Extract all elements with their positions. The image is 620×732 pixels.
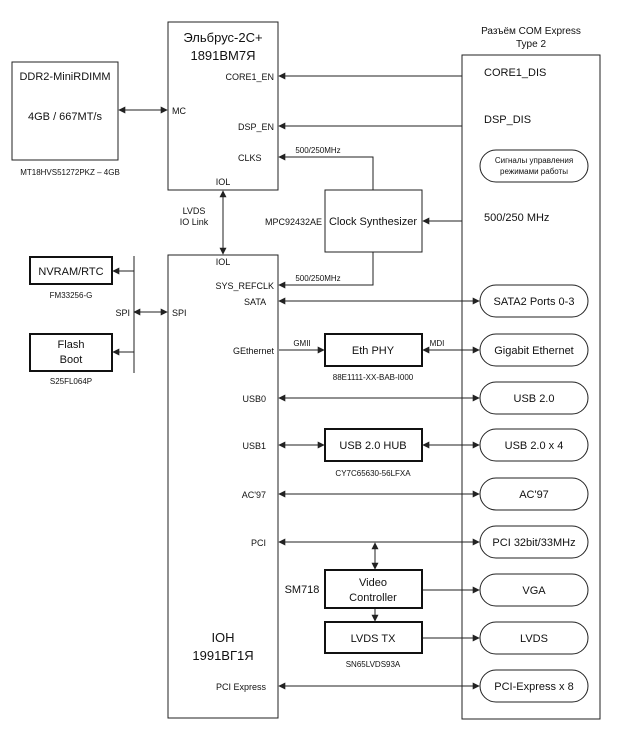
ddr-box xyxy=(11,61,119,161)
ioh-iol-label: IOL xyxy=(216,257,231,267)
gmii-label: GMII xyxy=(293,339,310,348)
io-link-label-2: IO Link xyxy=(180,217,209,227)
vga-label: VGA xyxy=(522,585,546,597)
cpu-part: 1891ВМ7Я xyxy=(190,48,255,63)
gigabit-ethernet-label: Gigabit Ethernet xyxy=(494,345,574,357)
cpu-core1-en-label: CORE1_EN xyxy=(225,72,274,82)
ioh-box xyxy=(167,254,279,719)
lvds-pill xyxy=(479,621,589,655)
spi-bus-label: SPI xyxy=(115,308,130,318)
connector-title: Разъём COM Express xyxy=(481,26,581,37)
ioh-usb1-label: USB1 xyxy=(242,441,266,451)
eth-phy-box xyxy=(324,333,423,367)
usb-hub-box xyxy=(324,428,423,462)
flash-part: S25FL064P xyxy=(50,377,92,386)
ioh-title: IOH xyxy=(211,630,234,645)
cpu-iol-label: IOL xyxy=(216,177,231,187)
eth-phy-label: Eth PHY xyxy=(352,345,395,357)
cpu-mc-label: MC xyxy=(172,106,186,116)
cpu-dsp-en-label: DSP_EN xyxy=(238,122,274,132)
ddr-part: MT18HVS51272PKZ – 4GB xyxy=(20,168,120,177)
video-label-2: Controller xyxy=(349,592,397,604)
ioh-spi-label: SPI xyxy=(172,308,187,318)
lvds-out-label: LVDS xyxy=(520,633,548,645)
pci-pill xyxy=(479,525,589,559)
pcie-pill xyxy=(479,669,589,703)
cpu-title: Эльбрус-2С+ xyxy=(183,30,262,45)
video-part: SM718 xyxy=(285,584,320,596)
ioh-gethernet-label: GEthernet xyxy=(233,346,275,356)
ioh-sys-refclk-label: SYS_REFCLK xyxy=(215,281,274,291)
ac97-out-label: AC'97 xyxy=(519,489,549,501)
pcie-out-label: PCI-Express x 8 xyxy=(494,681,573,693)
ioh-sata-label: SATA xyxy=(244,297,266,307)
lvds-tx-part: SN65LVDS93A xyxy=(346,660,401,669)
signals-label-1: Сигналы управления xyxy=(495,156,573,165)
eth-phy-part: 88E1111-XX-BAB-I000 xyxy=(333,373,414,382)
sata-ports-label: SATA2 Ports 0-3 xyxy=(494,296,575,308)
ac97-pill xyxy=(479,477,589,511)
video-label-1: Video xyxy=(359,577,387,589)
ddr-title: DDR2-MiniRDIMM xyxy=(19,71,110,83)
usb-hub-part: CY7C65630-56LFXA xyxy=(335,469,411,478)
clock-synthesizer-box xyxy=(324,189,423,253)
signals-pill xyxy=(479,149,589,183)
vga-pill xyxy=(479,573,589,607)
lvds-tx-label: LVDS TX xyxy=(351,633,396,645)
clks-freq-label: 500/250MHz xyxy=(295,146,340,155)
lvds-tx-box xyxy=(324,621,423,654)
ioh-usb0-label: USB0 xyxy=(242,394,266,404)
sys-refclk-link xyxy=(278,252,374,289)
pci-out-label: PCI 32bit/33MHz xyxy=(492,537,575,549)
video-controller-box xyxy=(324,569,423,609)
sata-pill xyxy=(479,284,589,318)
io-link-label-1: LVDS xyxy=(183,206,206,216)
usb20-label: USB 2.0 xyxy=(514,393,555,405)
cpu-box xyxy=(167,21,279,191)
connector-type: Type 2 xyxy=(516,39,546,50)
flash-label-2: Boot xyxy=(60,354,83,366)
sys-refclk-freq-label: 500/250MHz xyxy=(295,274,340,283)
ioh-pci-express-label: PCI Express xyxy=(216,682,267,692)
ioh-part: 1991ВГ1Я xyxy=(192,648,253,663)
usb20x4-label: USB 2.0 x 4 xyxy=(505,440,564,452)
usb20-pill xyxy=(479,381,589,415)
nvram-box xyxy=(29,256,113,285)
usb-hub-label: USB 2.0 HUB xyxy=(339,440,406,452)
clock-synthesizer-label: Clock Synthesizer xyxy=(329,216,417,228)
usb20x4-pill xyxy=(479,428,589,462)
clks-link xyxy=(278,153,374,190)
clock-synthesizer-part: MPC92432AE xyxy=(265,217,322,227)
mdi-label: MDI xyxy=(430,339,445,348)
dsp-dis-label: DSP_DIS xyxy=(484,114,531,126)
nvram-label: NVRAM/RTC xyxy=(38,266,103,278)
freq-label: 500/250 MHz xyxy=(484,212,549,224)
core1-dis-label: CORE1_DIS xyxy=(484,67,546,79)
cpu-clks-label: CLKS xyxy=(238,153,262,163)
nvram-part: FM33256-G xyxy=(50,291,93,300)
signals-label-2: режимами работы xyxy=(500,167,568,176)
ioh-ac97-label: AC'97 xyxy=(242,490,266,500)
flash-box xyxy=(29,333,113,372)
ioh-pci-label: PCI xyxy=(251,538,266,548)
gigabit-ethernet-pill xyxy=(479,333,589,367)
ddr-size: 4GB / 667MT/s xyxy=(28,111,102,123)
flash-label-1: Flash xyxy=(58,339,85,351)
